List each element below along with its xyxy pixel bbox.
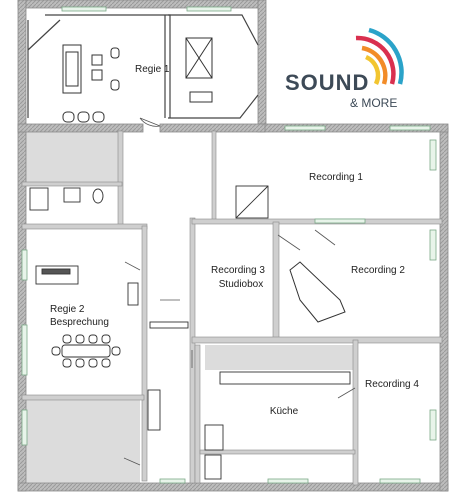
window-top-right-2: [389, 125, 431, 131]
label-regie1: Regie 1: [135, 64, 170, 75]
door-rec4: [337, 387, 356, 399]
wall-rec4-left: [352, 339, 359, 486]
regie1-chair-2: [110, 79, 120, 91]
regie2-table: [61, 344, 111, 358]
wall-h-wc: [21, 181, 123, 187]
label-besprechung: Besprechung: [50, 317, 109, 328]
regie2-furniture: [35, 265, 189, 431]
rec1-furniture: [235, 185, 269, 219]
outer-walls: [17, 0, 449, 492]
regie1-speaker-2: [91, 69, 103, 81]
grand-piano: [289, 261, 346, 323]
regie1-speaker-1: [91, 54, 103, 66]
regie1-desk: [62, 44, 82, 94]
window-right-1: [429, 139, 437, 171]
wall-h-regie2-top: [21, 223, 148, 230]
window-top-1: [61, 6, 107, 12]
wall-bottom: [17, 482, 449, 492]
kitchen-counter: [219, 371, 351, 385]
wall-regie2-right: [141, 225, 148, 482]
label-recording4: Recording 4: [365, 379, 419, 390]
wall-rec3-right: [272, 221, 280, 341]
corridor-bench: [149, 321, 189, 329]
regie2-chairs: [51, 334, 121, 368]
kitchen-fridge: [204, 454, 222, 480]
kitchen-cabinet-side: [204, 424, 224, 451]
window-left-2: [21, 324, 28, 376]
regie1-chair-5: [92, 111, 105, 123]
storage-area-bottom-left: [25, 400, 140, 484]
corridor-stairs: [147, 389, 161, 431]
rec1-box-diagonal: [235, 185, 269, 219]
wc-fixtures: [29, 187, 104, 211]
regie1-chair-4: [77, 111, 90, 123]
wall-upper-horizontal: [17, 123, 144, 133]
wall-vertical-left: [117, 130, 124, 227]
logo-arc-4: [368, 27, 404, 85]
window-left-1: [21, 249, 28, 281]
regie1-walls: [27, 14, 259, 119]
wall-regie1-right: [257, 0, 267, 132]
door-regie2: [124, 261, 141, 271]
window-right-3: [429, 409, 437, 441]
sound-and-more-logo: SOUND & MORE: [285, 27, 404, 110]
window-top-right-1: [284, 125, 326, 131]
window-rec1-bottom: [314, 218, 366, 224]
grand-piano-body: [289, 261, 346, 323]
regie1-piano-x: [185, 37, 213, 79]
window-left-3: [21, 409, 28, 446]
room-labels: Regie 1 Recording 1 Recording 3 Studiobo…: [50, 64, 419, 417]
wall-h-regie2-bottom: [21, 394, 145, 401]
regie2-desk-monitor: [41, 268, 71, 275]
door-regie1: [139, 117, 161, 127]
wall-kitchen-bottom: [199, 449, 356, 455]
label-recording3: Recording 3: [211, 265, 265, 276]
logo-arc-1: [355, 35, 396, 85]
wall-h-rec3-bottom: [191, 336, 443, 344]
logo-brand-word: SOUND: [285, 70, 369, 95]
logo-brand-sub: & MORE: [350, 96, 397, 110]
label-recording1: Recording 1: [309, 172, 363, 183]
label-recording2: Recording 2: [351, 265, 405, 276]
label-regie2: Regie 2: [50, 304, 85, 315]
kitchen-fixtures: [204, 371, 351, 480]
door-rec3: [277, 234, 301, 251]
label-kueche: Küche: [270, 406, 299, 417]
regie2-shelf: [127, 282, 139, 306]
shaded-areas: [25, 131, 355, 484]
label-studiobox: Studiobox: [219, 279, 263, 290]
windows: [21, 6, 437, 484]
logo-arc-3: [364, 54, 381, 85]
wall-rec1-left: [211, 130, 217, 222]
wall-kitchen-left: [194, 344, 201, 484]
storage-area-top-left: [25, 131, 120, 184]
regie1-bench: [189, 91, 213, 103]
door-bottom-left: [123, 457, 141, 466]
wc-basin: [63, 187, 81, 203]
window-bottom-2: [267, 478, 309, 484]
wc-toilet: [92, 188, 104, 204]
wc-sink: [29, 187, 49, 211]
regie1-desk-inner: [65, 51, 79, 87]
window-bottom-3: [379, 478, 421, 484]
doors: [123, 117, 356, 466]
logo-arc-2: [361, 45, 388, 85]
wall-corridor-right: [189, 217, 196, 484]
window-right-2: [429, 229, 437, 261]
regie1-chair-3: [62, 111, 75, 123]
regie1-furniture: [62, 37, 213, 123]
door-rec2: [314, 229, 336, 246]
wall-right: [439, 126, 449, 492]
regie1-angled-left: [27, 19, 61, 118]
regie1-angled-right: [168, 14, 259, 119]
regie1-chair-1: [110, 47, 120, 59]
window-bottom-1: [159, 478, 186, 484]
kitchen-shaded-area: [205, 345, 355, 370]
window-top-2: [186, 6, 232, 12]
